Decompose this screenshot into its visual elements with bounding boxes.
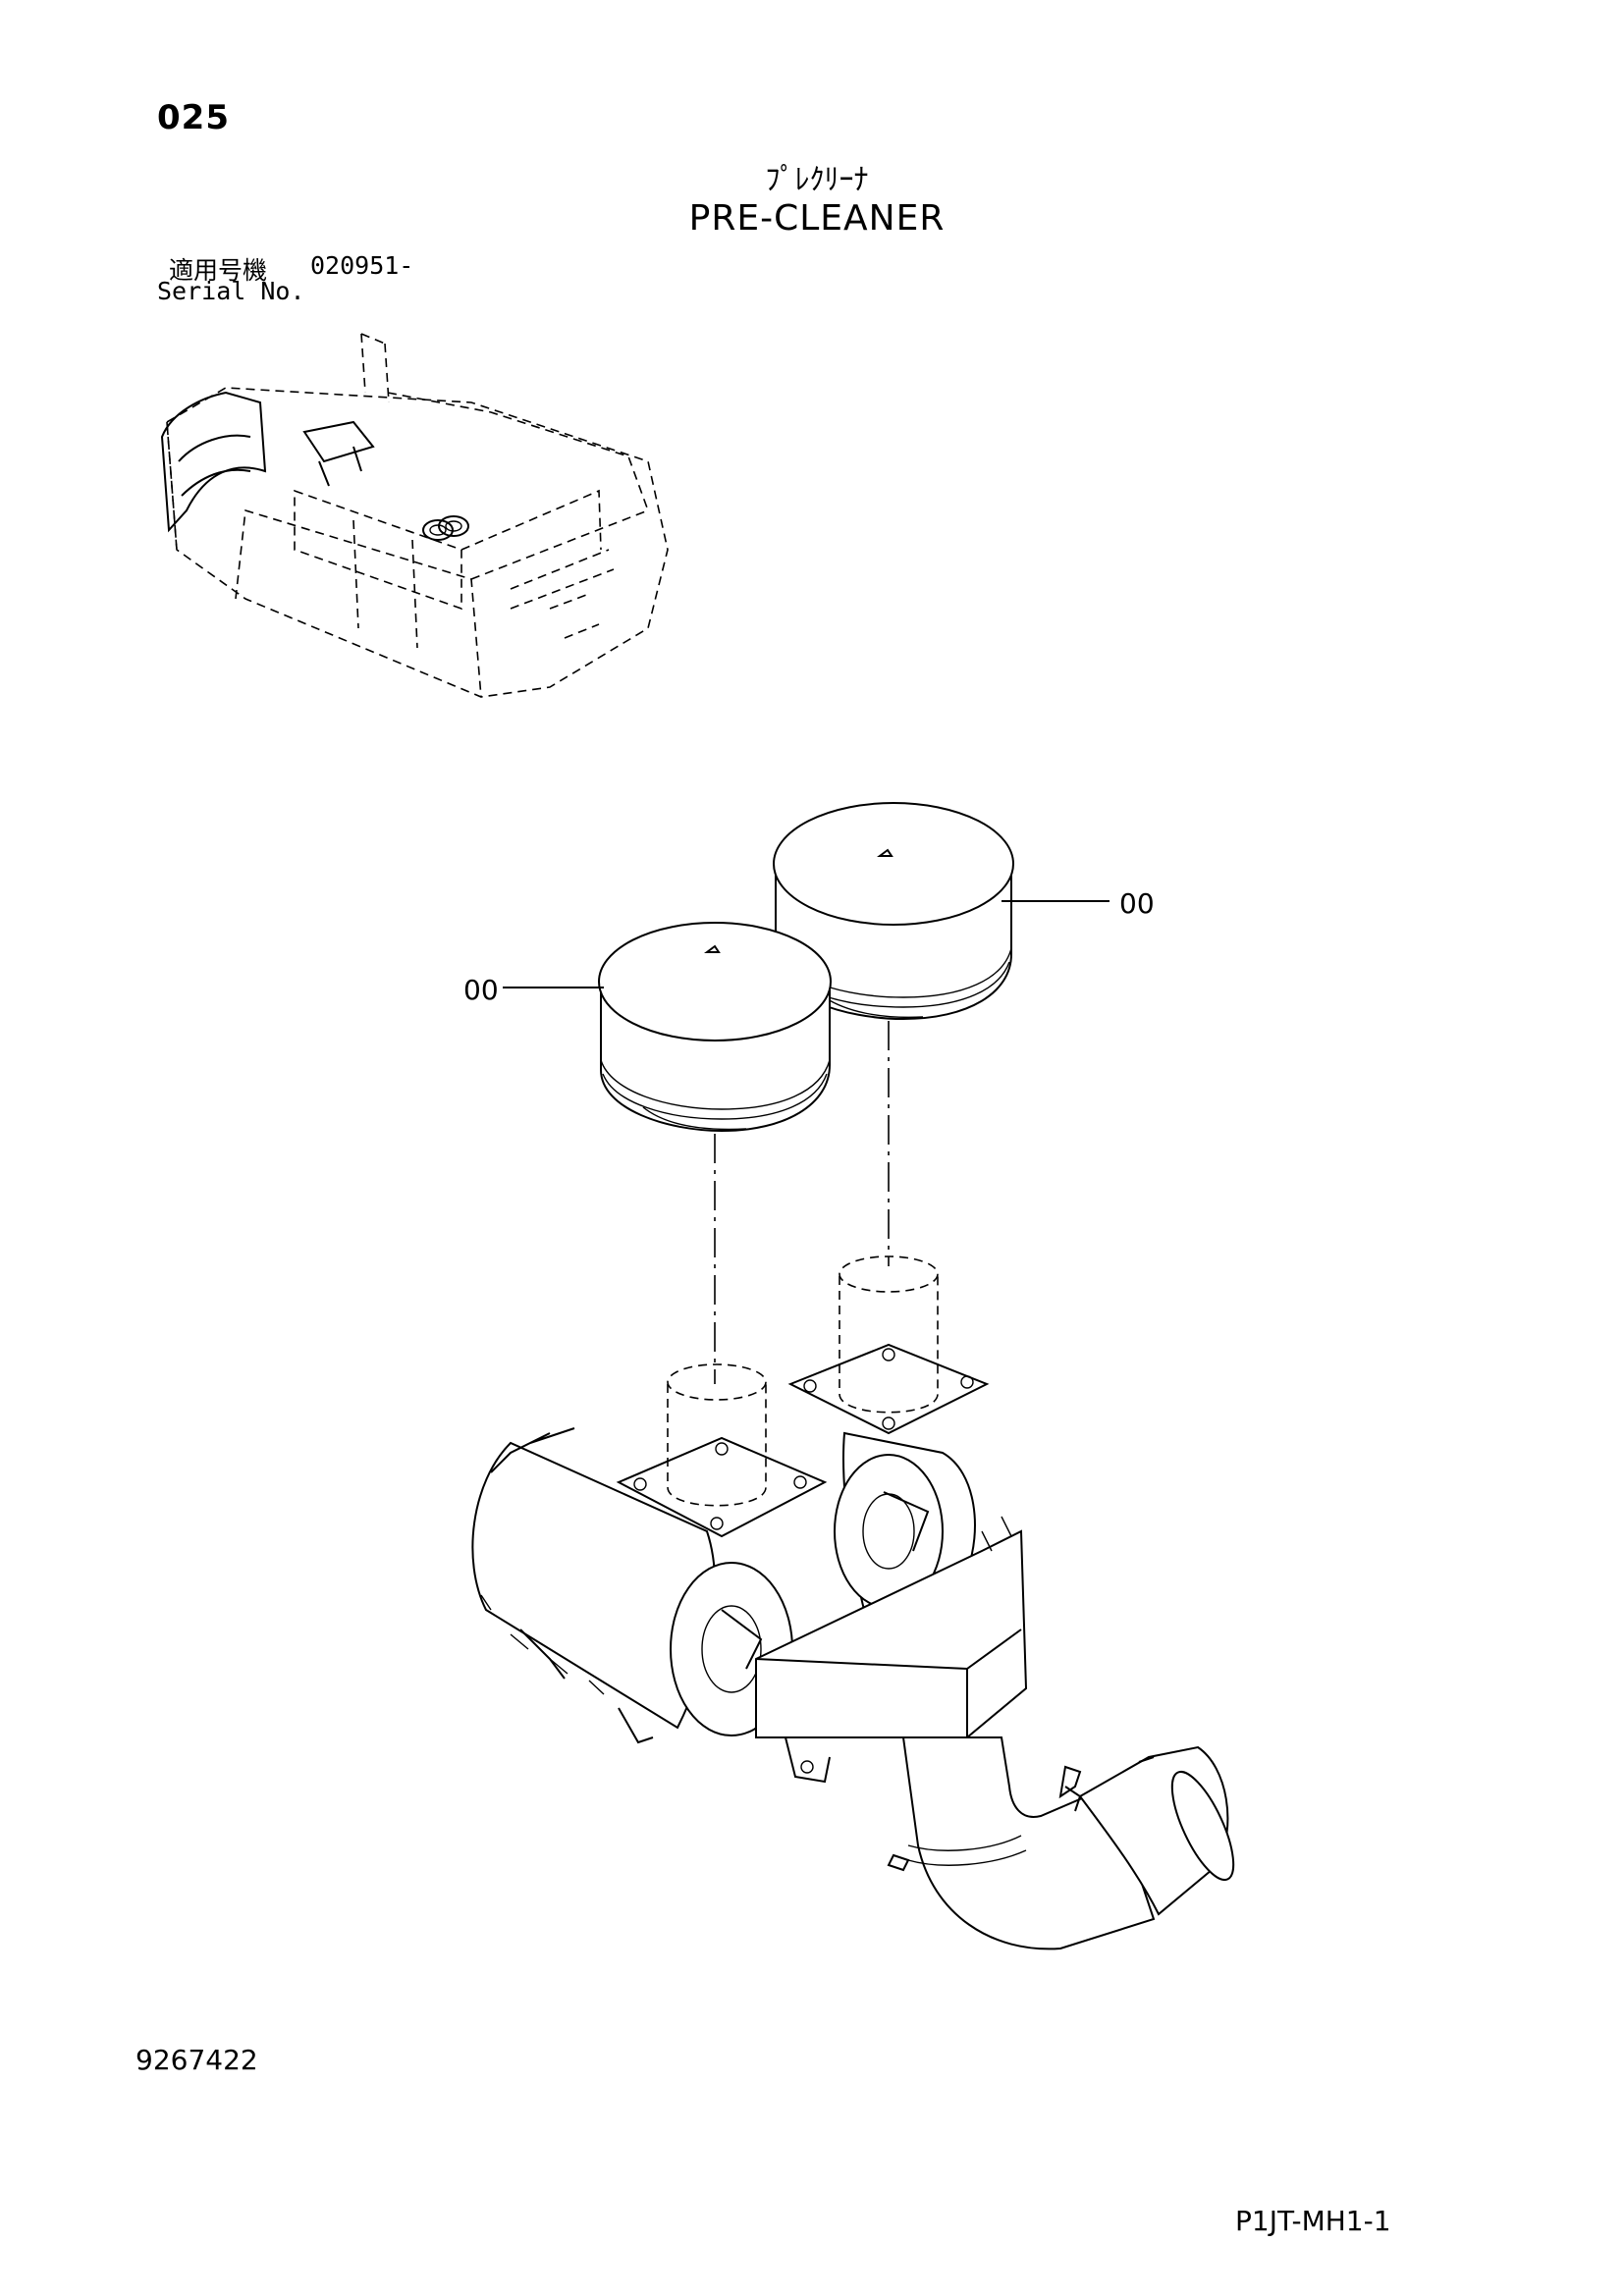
title-japanese-text: ﾌﾟﾚｸﾘｰﾅ: [765, 163, 869, 197]
title-english-text: PRE-CLEANER: [688, 198, 946, 239]
drawing-code: 9267422: [135, 2044, 258, 2076]
serial-label-english: Serial No.: [157, 277, 305, 305]
sheet-code: P1JT-MH1-1: [1235, 2205, 1391, 2237]
pre-cleaner-cap-left: [598, 922, 832, 1133]
serial-label-japanese: 適用号機: [169, 256, 268, 285]
serial-number-value: 020951-: [310, 251, 414, 280]
pre-cleaner-cap-right: [773, 802, 1014, 1021]
part-callout-right: 00: [1119, 887, 1155, 920]
part-callout-left: 00: [463, 974, 499, 1006]
page-number: 025: [157, 98, 230, 137]
machine-key-map: [160, 333, 669, 698]
title-english: PRE-CLEANER: [0, 198, 1624, 239]
air-cleaner-assembly: [471, 1255, 1235, 1950]
title-japanese: ﾌﾟﾚｸﾘｰﾅ: [0, 155, 1624, 198]
